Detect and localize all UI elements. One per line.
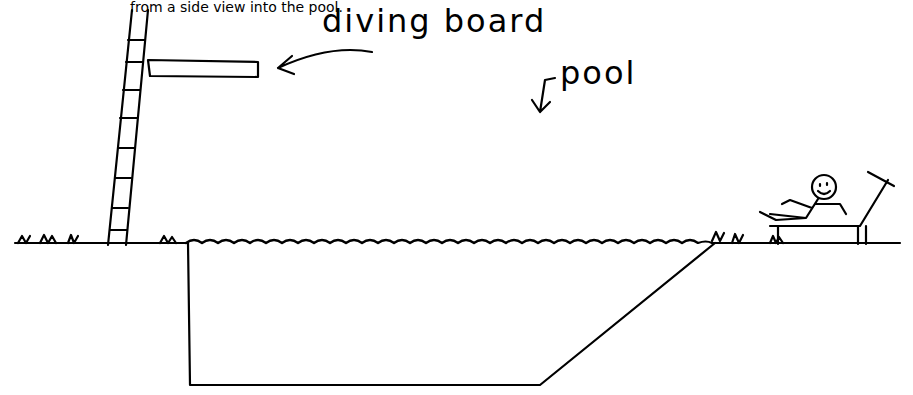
lounge-chair — [770, 172, 894, 244]
pointer-arrow — [278, 50, 372, 74]
person-head — [812, 175, 836, 199]
caption-text: from a side view into the pool. — [130, 0, 343, 15]
person-body — [760, 199, 846, 220]
ladder-rung — [110, 40, 145, 230]
person-face — [818, 183, 830, 194]
grass-tuft — [712, 232, 783, 243]
grass-tuft — [18, 235, 176, 243]
callout-label: diving board — [322, 4, 546, 39]
callout-label: pool — [560, 56, 636, 91]
pool-basin — [188, 243, 715, 385]
diving-board — [148, 60, 258, 77]
ladder-rail — [126, 10, 148, 245]
pointer-arrow — [532, 78, 555, 112]
water-surface — [186, 240, 712, 243]
